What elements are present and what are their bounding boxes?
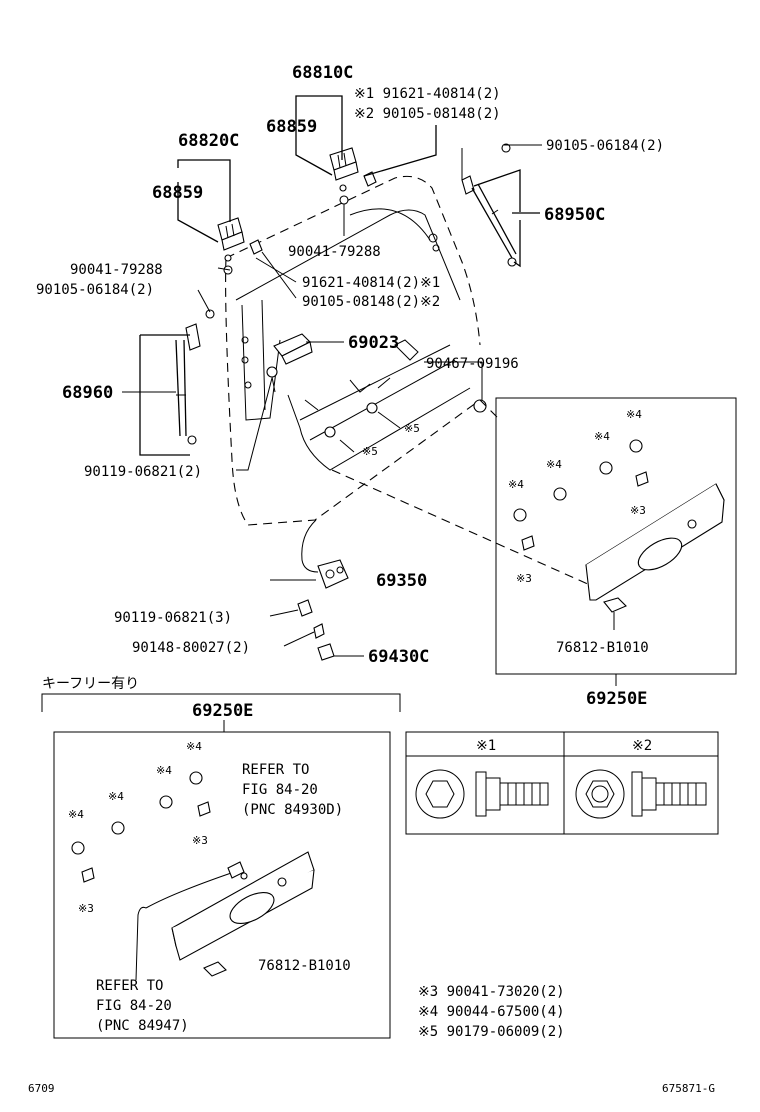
- label-keyfree: キーフリー有り: [42, 676, 139, 692]
- marker-3-l1: ※3: [192, 834, 208, 847]
- marker-4-r4: ※4: [508, 478, 524, 491]
- marker-4-l4: ※4: [68, 808, 84, 821]
- lock-69350: [297, 519, 349, 661]
- bolt-1-drawing: [415, 769, 549, 819]
- label-90105-06184-left: 90105-06184(2): [36, 282, 154, 298]
- marker-4-r1: ※4: [626, 408, 642, 421]
- handle-69023: [273, 333, 313, 365]
- marker-4-l1: ※4: [186, 740, 202, 753]
- marker-3-r2: ※3: [516, 572, 532, 585]
- refer-1-line-b: FIG 84-20: [242, 782, 318, 798]
- legend-4: ※4 90044-67500(4): [418, 1004, 565, 1020]
- bolt-2-drawing: [575, 769, 707, 819]
- refer-1-line-c: (PNC 84930D): [242, 802, 343, 818]
- label-68950C: 68950C: [544, 205, 605, 225]
- gas-strut-68960: [175, 309, 215, 445]
- table-header-2: ※2: [632, 738, 652, 754]
- label-bolt2-mid: 90105-08148(2)※2: [302, 294, 440, 310]
- hinge-68810C: [329, 147, 377, 205]
- bolt-detail-table: [405, 731, 719, 835]
- label-68960: 68960: [62, 383, 113, 403]
- label-90105-06184-right: 90105-06184(2): [546, 138, 664, 154]
- back-door-outline: [225, 175, 481, 526]
- label-90148-80027: 90148-80027(2): [132, 640, 250, 656]
- marker-5-a: ※5: [404, 422, 420, 435]
- label-68859-a: 68859: [266, 117, 317, 137]
- leader-lines: [122, 95, 591, 657]
- label-68820C: 68820C: [178, 131, 239, 151]
- keyfree-bracket: [41, 693, 401, 732]
- marker-4-l3: ※4: [108, 790, 124, 803]
- label-bolt1-top: ※1 91621-40814(2): [354, 86, 501, 102]
- table-header-1: ※1: [476, 738, 496, 754]
- label-69430C: 69430C: [368, 647, 429, 667]
- inset-box-69250E-left: [53, 731, 391, 1039]
- refer-2-line-c: (PNC 84947): [96, 1018, 189, 1034]
- marker-3-l2: ※3: [78, 902, 94, 915]
- gas-strut-68950C: [461, 143, 517, 267]
- label-bolt2-top: ※2 90105-08148(2): [354, 106, 501, 122]
- part-number-labels: 68810C ※1 91621-40814(2) ※2 90105-08148(…: [28, 63, 715, 1095]
- label-76812-right: 76812-B1010: [556, 640, 649, 656]
- label-69250E-right: 69250E: [586, 689, 647, 709]
- refer-2-line-a: REFER TO: [96, 978, 163, 994]
- label-90041-79288-left: 90041-79288: [70, 262, 163, 278]
- label-69250E-left: 69250E: [192, 701, 253, 721]
- refer-2-line-b: FIG 84-20: [96, 998, 172, 1014]
- label-76812-left: 76812-B1010: [258, 958, 351, 974]
- label-69023: 69023: [348, 333, 399, 353]
- hinge-68820C: [217, 217, 263, 275]
- figure-number: 675871-G: [662, 1082, 715, 1095]
- legend-3: ※3 90041-73020(2): [418, 984, 565, 1000]
- label-bolt1-mid: 91621-40814(2)※1: [302, 275, 440, 291]
- marker-4-r3: ※4: [546, 458, 562, 471]
- label-90041-79288-center: 90041-79288: [288, 244, 381, 260]
- marker-5-b: ※5: [362, 445, 378, 458]
- label-69350: 69350: [376, 571, 427, 591]
- legend-5: ※5 90179-06009(2): [418, 1024, 565, 1040]
- page-number: 6709: [28, 1082, 55, 1095]
- marker-4-l2: ※4: [156, 764, 172, 777]
- refer-1-line-a: REFER TO: [242, 762, 309, 778]
- inset-box-69250E-right: [495, 397, 737, 686]
- label-90119-06821-2: 90119-06821(2): [84, 464, 202, 480]
- label-68810C: 68810C: [292, 63, 353, 83]
- marker-4-r2: ※4: [594, 430, 610, 443]
- label-90467-09196: 90467-09196: [426, 356, 519, 372]
- label-68859-b: 68859: [152, 183, 203, 203]
- marker-3-r1: ※3: [630, 504, 646, 517]
- label-90119-06821-3: 90119-06821(3): [114, 610, 232, 626]
